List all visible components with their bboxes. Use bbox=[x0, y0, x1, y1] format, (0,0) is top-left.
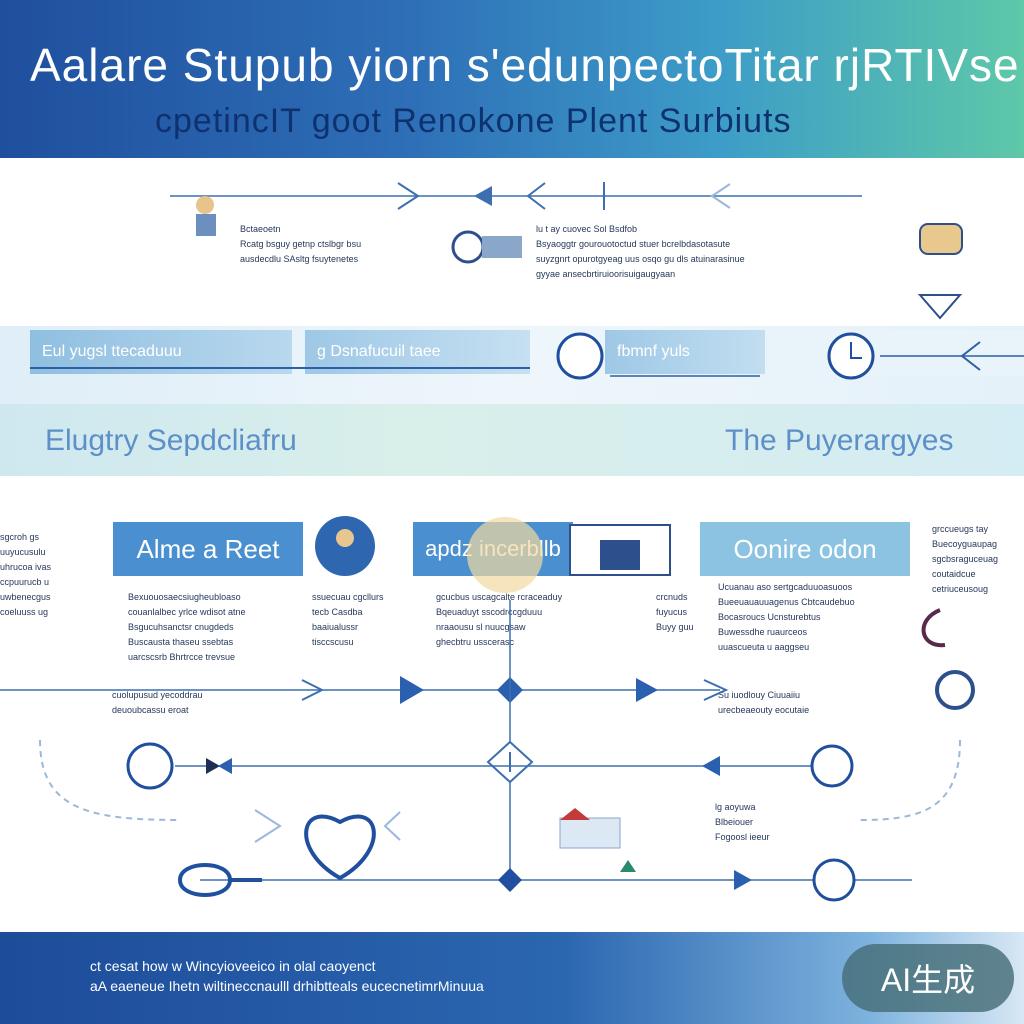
section-band: Elugtry Sepdcliafru The Puyerargyes bbox=[0, 404, 1024, 476]
ai-generated-badge: AI生成 bbox=[842, 944, 1014, 1012]
mid-box-2: g Dsnafucuil taee bbox=[305, 330, 530, 374]
section-heading-right: The Puyerargyes bbox=[725, 424, 954, 457]
page-title: Aalare Stupub yiorn s'edunpectoTitar rjR… bbox=[30, 39, 1020, 91]
footer-line-2: aA eaeneue Ihetn wiltineccnaulll drhibtt… bbox=[90, 978, 484, 994]
label-box-3: Oonire odon bbox=[700, 522, 910, 576]
mid-box-1: Eul yugsl ttecaduuu bbox=[30, 330, 292, 374]
section-heading-left: Elugtry Sepdcliafru bbox=[45, 424, 297, 457]
label-box-1: Alme a Reet bbox=[113, 522, 303, 576]
page-subtitle: cpetincIT goot Renokone Plent Surbiuts bbox=[155, 102, 792, 140]
mid-box-3: fbmnf yuls bbox=[605, 330, 765, 374]
header-banner: Aalare Stupub yiorn s'edunpectoTitar rjR… bbox=[0, 0, 1024, 158]
footer-line-1: ct cesat how w Wincyioveeico in olal cao… bbox=[90, 958, 376, 974]
mid-box-4 bbox=[802, 330, 1024, 376]
label-box-2: apdz incerbllb bbox=[413, 522, 573, 576]
